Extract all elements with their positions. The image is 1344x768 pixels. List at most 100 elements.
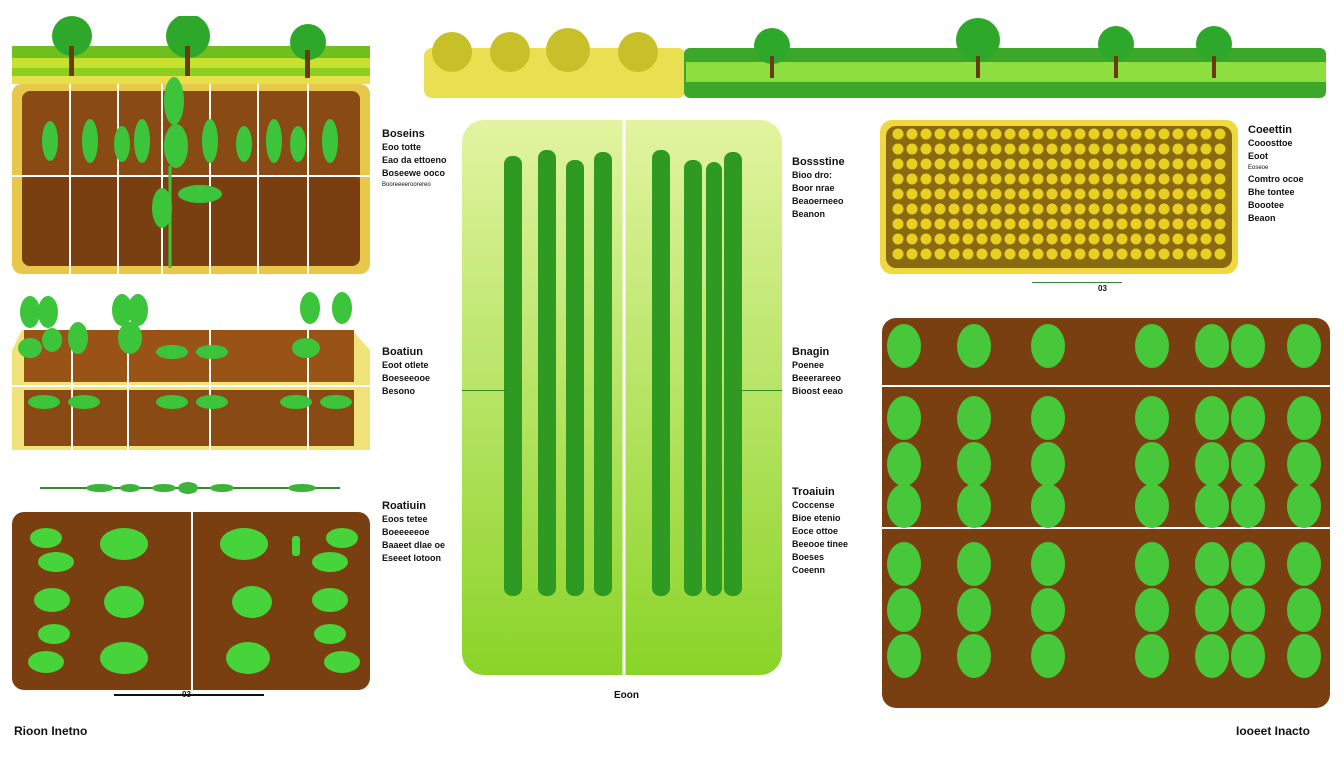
flower-head [1172,188,1184,200]
flower-head [962,158,974,170]
lettuce-plant [1287,588,1321,632]
flower-head [920,203,932,215]
top-strip-panel [424,18,1326,98]
flower-head [1186,248,1198,260]
flower-head [976,233,988,245]
flower-head [990,143,1002,155]
flower-head [934,188,946,200]
flower-head [1186,128,1198,140]
flower-head [1172,173,1184,185]
flower-head [962,143,974,155]
flower-head [892,188,904,200]
flower-head [990,248,1002,260]
flower-head [1200,203,1212,215]
flower-head [1074,218,1086,230]
flower-head [892,143,904,155]
label-line: Bioo dro: [792,170,832,180]
flower-head [892,233,904,245]
flower-head [920,173,932,185]
lettuce-plant [1135,324,1169,368]
flower-head [1186,143,1198,155]
flower-head [1214,188,1226,200]
lettuce-plant [1135,396,1169,440]
flower-head [962,203,974,215]
flower-head [1060,233,1072,245]
flower-head [1046,218,1058,230]
flower-head [962,188,974,200]
flower-head [920,233,932,245]
flower-head [1214,218,1226,230]
flower-head [948,143,960,155]
flower-head [1018,233,1030,245]
label-line: Eoot otlete [382,360,429,370]
lettuce-plant [1031,542,1065,586]
flower-head [1116,143,1128,155]
label-top-left: Boseins Eoo totte Eao da ettoeno Boseewe… [382,128,447,190]
lettuce-plant [1287,542,1321,586]
lettuce-plant [1231,442,1265,486]
flower-head [1200,233,1212,245]
flower-head [1116,218,1128,230]
flower-head [906,173,918,185]
flower-head [1130,203,1142,215]
flower-head [1088,173,1100,185]
top-left-soil-illustration [12,16,370,274]
lettuce-plant [1287,442,1321,486]
flower-head [1116,158,1128,170]
flower-head [990,218,1002,230]
flower-head [1018,128,1030,140]
flower-head [892,158,904,170]
lettuce-plant [957,396,991,440]
lettuce-plant [957,484,991,528]
flower-head [962,218,974,230]
flower-head [948,128,960,140]
flower-head [934,218,946,230]
lettuce-plant [887,484,921,528]
flower-head [1186,233,1198,245]
label-line: Beeerareeo [792,373,842,383]
flower-head [1088,233,1100,245]
flower-head [1018,203,1030,215]
flower-head [976,248,988,260]
lettuce-plant [1195,324,1229,368]
flower-head [1200,188,1212,200]
flower-head [934,128,946,140]
center-crop-panel [462,120,782,680]
label-title: Roatiuin [382,500,426,512]
flower-head [1032,158,1044,170]
flower-head [1060,128,1072,140]
flower-head [1074,173,1086,185]
lettuce-plant [1031,396,1065,440]
lettuce-plant [957,634,991,678]
flower-head [1186,158,1198,170]
flower-head [1130,158,1142,170]
flower-head [1018,218,1030,230]
flower-head [1102,158,1114,170]
flower-head [1074,233,1086,245]
center-bottom-mark: Eoon [614,690,639,701]
label-line: Eoce ottoe [792,526,839,536]
flower-head [906,158,918,170]
lettuce-plant [1135,634,1169,678]
flower-head [976,188,988,200]
flower-head [1060,143,1072,155]
label-title: Bnagin [792,346,830,358]
flower-head [1088,158,1100,170]
top-right-flower-illustration [880,120,1238,274]
lettuce-plant [1135,484,1169,528]
flower-head [976,203,988,215]
label-line: Poenee [792,360,825,370]
flower-head [1158,143,1170,155]
right-mid-connector [1032,282,1122,283]
flower-head [892,248,904,260]
flower-head [976,158,988,170]
label-center-top: Bossstine Bioo dro: Boor nrae Beaoerneeo… [792,156,845,221]
flower-head [962,233,974,245]
flower-head [990,233,1002,245]
bottom-left-soil-illustration [12,512,370,690]
flower-head [1158,218,1170,230]
label-line: Beaon [1248,213,1276,223]
flower-head [1144,188,1156,200]
flower-head [1046,248,1058,260]
label-line: Comtro ocoe [1248,174,1304,184]
